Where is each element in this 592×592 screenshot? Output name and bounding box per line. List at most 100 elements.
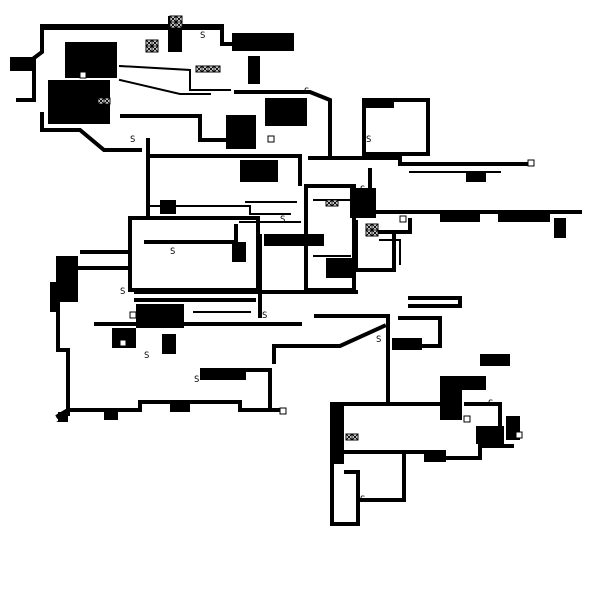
corridors [16, 24, 582, 526]
wire-upper-mid [120, 114, 228, 142]
spawn-marker: S [128, 335, 133, 345]
spawn-marker: S [280, 215, 285, 225]
spawn-marker: S [194, 375, 199, 385]
cross-marker-icon [345, 433, 353, 441]
block-lower-bar [200, 368, 246, 380]
block-center-c [240, 160, 278, 182]
node-marker-icon [279, 407, 287, 415]
wire-center-inner [144, 224, 238, 244]
wire-top-right [234, 90, 332, 157]
cross-marker-icon [201, 65, 209, 73]
spawn-marker: S [170, 247, 175, 257]
block-mid-bar [264, 234, 324, 246]
cross-marker-icon [145, 39, 153, 47]
cross-marker-icon [169, 15, 177, 23]
block-bottom-small [104, 412, 118, 420]
block-lower-b [112, 328, 136, 348]
node-marker-icon [129, 311, 137, 319]
cross-marker-icon [371, 223, 379, 231]
wire-se-drop [358, 454, 406, 502]
wire-tl-outer [16, 24, 44, 102]
block-mid-right [326, 258, 352, 278]
spawn-labels: S S S S S S S S S S S S S S S S S S [56, 31, 493, 505]
wire-lower-diag [272, 323, 387, 364]
thin-tl-a [118, 64, 231, 91]
cross-marker-icon [365, 229, 373, 237]
block-left-stub [10, 57, 34, 71]
spawn-marker: S [360, 185, 365, 195]
node-marker-icon [515, 431, 523, 439]
node-marker-icon [267, 135, 275, 143]
block-top-left-large [65, 42, 117, 78]
solid-blocks [10, 16, 566, 464]
wire-left-v [56, 298, 70, 416]
marker-cells [79, 15, 535, 441]
wire-top-run [220, 24, 234, 46]
block-left-col [50, 282, 56, 312]
cross-marker-icon [175, 15, 183, 23]
block-lower-c [162, 334, 176, 354]
thin-right-b [379, 239, 401, 265]
node-marker-icon [463, 415, 471, 423]
spawn-marker: S [366, 135, 371, 145]
block-right-small [466, 172, 486, 182]
spawn-marker: S [340, 271, 345, 281]
block-center-sq [232, 242, 246, 262]
block-top-band [42, 24, 222, 30]
cross-marker-icon [351, 433, 359, 441]
wire-se-loop [464, 402, 502, 428]
cross-marker-icon [175, 21, 183, 29]
block-center-b [265, 98, 307, 126]
wire-mid-link [354, 220, 396, 272]
spawn-marker: S [304, 87, 309, 97]
spawn-marker: S [262, 311, 267, 321]
spawn-marker: S [56, 415, 61, 425]
spawn-marker: S [200, 31, 205, 41]
spawn-marker: S [120, 287, 125, 297]
cross-marker-icon [371, 229, 379, 237]
cross-marker-icon [151, 39, 159, 47]
node-marker-icon [399, 215, 407, 223]
block-se-c [440, 390, 462, 420]
wire-bottom-run [55, 368, 272, 419]
spawn-marker: S [488, 399, 493, 409]
block-se-e [330, 402, 344, 464]
wire-right-sub [374, 218, 412, 234]
thin-center-a [149, 205, 291, 215]
block-bottom-left [58, 412, 68, 422]
cross-marker-icon [145, 45, 153, 53]
spawn-marker: S [360, 495, 365, 505]
block-se-d [476, 426, 504, 444]
thin-lines [118, 64, 501, 313]
wire-right-feed [308, 156, 532, 166]
cross-marker-icon [365, 223, 373, 231]
block-center-a [226, 115, 256, 149]
block-right-room-top [364, 98, 394, 108]
node-marker-icon [527, 159, 535, 167]
block-right-stub [554, 218, 566, 238]
node-marker-icon [119, 339, 127, 347]
wire-room-right [362, 98, 430, 156]
wire-se-left [330, 462, 360, 526]
wire-se-right [444, 444, 514, 460]
cross-marker-icon [325, 199, 333, 207]
block-se-b [440, 376, 486, 390]
spawn-marker: S [98, 103, 103, 113]
spawn-marker: S [144, 351, 149, 361]
cross-marker-icon [195, 65, 203, 73]
wire-tl-frame [40, 112, 142, 152]
cross-marker-icon [103, 97, 111, 105]
cross-marker-icon [207, 65, 215, 73]
block-lower-pair [170, 402, 190, 412]
spawn-marker: S [130, 135, 135, 145]
block-se-f [424, 450, 446, 462]
spawn-marker: S [376, 335, 381, 345]
node-marker-icon [79, 71, 87, 79]
thin-tl-b [118, 78, 211, 95]
cross-marker-icon [331, 199, 339, 207]
cross-marker-icon [213, 65, 221, 73]
cross-marker-icon [169, 21, 177, 29]
cross-marker-icon [151, 45, 159, 53]
wire-lr-box [398, 316, 442, 348]
